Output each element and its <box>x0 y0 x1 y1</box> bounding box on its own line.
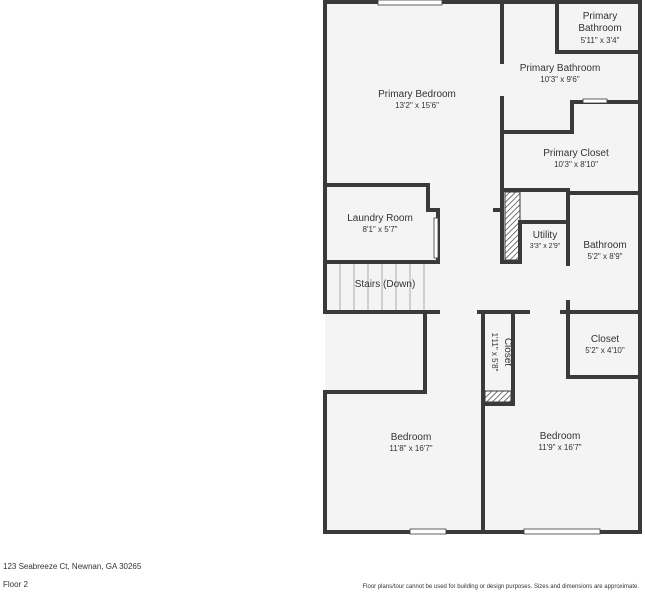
room-dimensions: 11'8" x 16'7" <box>389 444 432 453</box>
room-dimensions: 5'11" x 3'4" <box>581 36 620 45</box>
chase-hatch-upper <box>504 191 521 261</box>
room-name: Primary Closet <box>543 148 609 159</box>
floor-label: Floor 2 <box>3 580 28 589</box>
room-label-primary-bathroom: Primary Bathroom 10'3" x 9'6" <box>520 63 601 84</box>
room-dimensions: 11'9" x 16'7" <box>538 443 581 452</box>
windows <box>377 0 608 535</box>
room-name: Bathroom <box>583 240 626 251</box>
room-label-closet: Closet 5'2" x 4'10" <box>585 334 625 355</box>
room-label-bedroom-left: Bedroom 11'8" x 16'7" <box>389 432 432 453</box>
room-name: Closet <box>502 338 513 367</box>
room-dimensions: 10'3" x 8'10" <box>554 160 598 169</box>
room-dimensions: 5'2" x 4'10" <box>585 346 625 355</box>
room-label-primary-bathroom-wc: Primary Bathroom 5'11" x 3'4" <box>578 11 621 45</box>
room-name: Primary Bathroom <box>520 63 601 74</box>
room-name: Bedroom <box>391 432 432 443</box>
room-dimensions: 5'2" x 8'9" <box>588 252 623 261</box>
room-name: Laundry Room <box>347 213 413 224</box>
stairs-treads <box>339 264 425 310</box>
room-name: Closet <box>591 334 620 345</box>
room-dimensions: 13'2" x 15'6" <box>395 101 439 110</box>
room-label-utility: Utility 3'3" x 2'9" <box>530 230 561 250</box>
room-label-hall-closet: Closet 1'11" x 5'8" <box>490 333 513 372</box>
room-label-laundry-room: Laundry Room 8'1" x 5'7" <box>347 213 413 234</box>
room-name: Primary Bedroom <box>378 89 456 100</box>
room-label-stairs: Stairs (Down) <box>355 279 416 290</box>
room-name: Stairs (Down) <box>355 279 416 290</box>
room-dimensions: 10'3" x 9'6" <box>540 75 580 84</box>
room-dimensions: 3'3" x 2'9" <box>530 243 561 250</box>
room-name-line1: Primary <box>583 11 617 22</box>
room-name: Bedroom <box>540 431 581 442</box>
disclaimer-text: Floor plans/tour cannot be used for buil… <box>362 584 640 590</box>
room-name-line2: Bathroom <box>578 23 621 34</box>
room-dimensions: 8'1" x 5'7" <box>363 225 398 234</box>
door-openings <box>440 64 572 370</box>
chase-hatch-lower <box>484 390 512 403</box>
room-label-bedroom-right: Bedroom 11'9" x 16'7" <box>538 431 581 452</box>
property-address: 123 Seabreeze Ct, Newnan, GA 30265 <box>3 562 142 571</box>
room-label-primary-bedroom: Primary Bedroom 13'2" x 15'6" <box>378 89 456 110</box>
walls <box>323 0 642 534</box>
room-name: Utility <box>533 230 557 241</box>
room-label-primary-closet: Primary Closet 10'3" x 8'10" <box>543 148 609 169</box>
room-label-bathroom: Bathroom 5'2" x 8'9" <box>583 240 626 261</box>
room-dimensions: 1'11" x 5'8" <box>490 333 499 372</box>
